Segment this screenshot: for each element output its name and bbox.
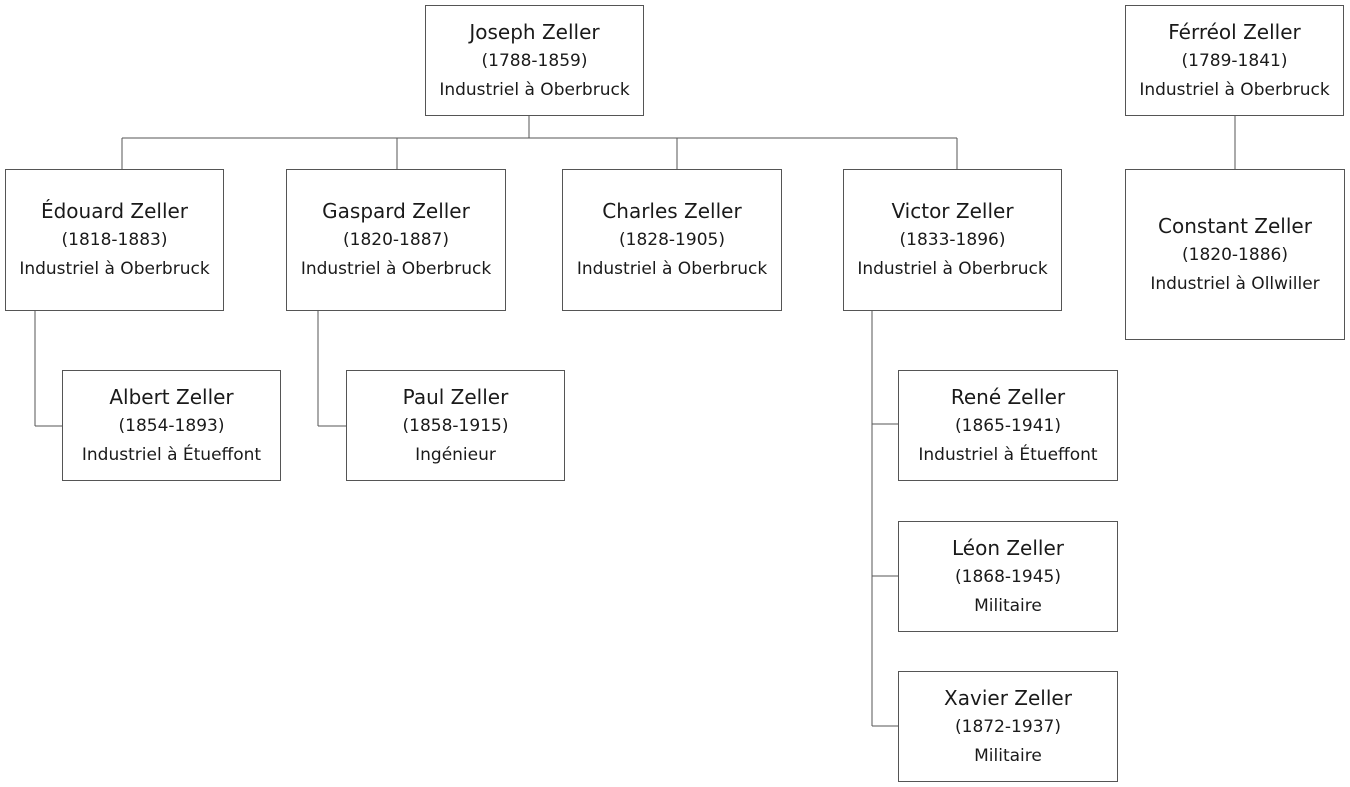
person-name: Édouard Zeller — [40, 199, 189, 223]
person-box-paul-zeller: Paul Zeller (1858-1915) Ingénieur — [346, 370, 565, 481]
person-box-victor-zeller: Victor Zeller (1833-1896) Industriel à O… — [843, 169, 1062, 311]
person-role: Industriel à Oberbruck — [1139, 79, 1330, 100]
person-box-albert-zeller: Albert Zeller (1854-1893) Industriel à É… — [62, 370, 281, 481]
person-name: Léon Zeller — [951, 535, 1064, 560]
person-box-constant-zeller: Constant Zeller (1820-1886) Industriel à… — [1125, 169, 1345, 340]
person-dates: (1788-1859) — [481, 50, 588, 71]
person-name: Gaspard Zeller — [322, 199, 470, 223]
person-role: Industriel à Oberbruck — [19, 259, 210, 279]
person-dates: (1865-1941) — [955, 415, 1061, 436]
person-dates: (1818-1883) — [61, 230, 168, 250]
person-name: Victor Zeller — [891, 199, 1014, 223]
person-dates: (1820-1886) — [1182, 244, 1288, 265]
person-dates: (1789-1841) — [1181, 50, 1288, 71]
person-dates: (1868-1945) — [955, 566, 1061, 587]
person-dates: (1854-1893) — [118, 415, 225, 436]
person-role: Industriel à Étueffont — [81, 444, 262, 465]
person-name: Xavier Zeller — [944, 685, 1072, 710]
person-box-rene-zeller: René Zeller (1865-1941) Industriel à Étu… — [898, 370, 1118, 481]
person-role: Industriel à Oberbruck — [439, 79, 630, 100]
person-box-edouard-zeller: Édouard Zeller (1818-1883) Industriel à … — [5, 169, 224, 311]
person-role: Industriel à Oberbruck — [576, 259, 768, 279]
person-role: Militaire — [974, 745, 1042, 766]
person-box-ferreol-zeller: Férréol Zeller (1789-1841) Industriel à … — [1125, 5, 1344, 116]
person-name: René Zeller — [950, 384, 1066, 409]
person-dates: (1833-1896) — [899, 230, 1006, 250]
person-role: Industriel à Oberbruck — [300, 259, 492, 279]
person-box-charles-zeller: Charles Zeller (1828-1905) Industriel à … — [562, 169, 782, 311]
person-role: Industriel à Étueffont — [918, 444, 1098, 465]
person-role: Militaire — [974, 595, 1042, 616]
person-dates: (1858-1915) — [402, 415, 509, 436]
person-box-gaspard-zeller: Gaspard Zeller (1820-1887) Industriel à … — [286, 169, 506, 311]
person-role: Industriel à Ollwiller — [1150, 273, 1320, 294]
person-name: Joseph Zeller — [469, 19, 600, 44]
person-name: Charles Zeller — [602, 199, 742, 223]
person-name: Paul Zeller — [402, 384, 509, 409]
person-dates: (1828-1905) — [619, 230, 725, 250]
person-box-joseph-zeller: Joseph Zeller (1788-1859) Industriel à O… — [425, 5, 644, 116]
person-name: Férréol Zeller — [1168, 19, 1301, 44]
person-name: Albert Zeller — [109, 384, 234, 409]
person-name: Constant Zeller — [1158, 213, 1312, 238]
person-dates: (1820-1887) — [343, 230, 449, 250]
person-box-xavier-zeller: Xavier Zeller (1872-1937) Militaire — [898, 671, 1118, 782]
person-role: Ingénieur — [415, 444, 496, 465]
person-box-leon-zeller: Léon Zeller (1868-1945) Militaire — [898, 521, 1118, 632]
person-dates: (1872-1937) — [955, 716, 1061, 737]
person-role: Industriel à Oberbruck — [857, 259, 1048, 279]
